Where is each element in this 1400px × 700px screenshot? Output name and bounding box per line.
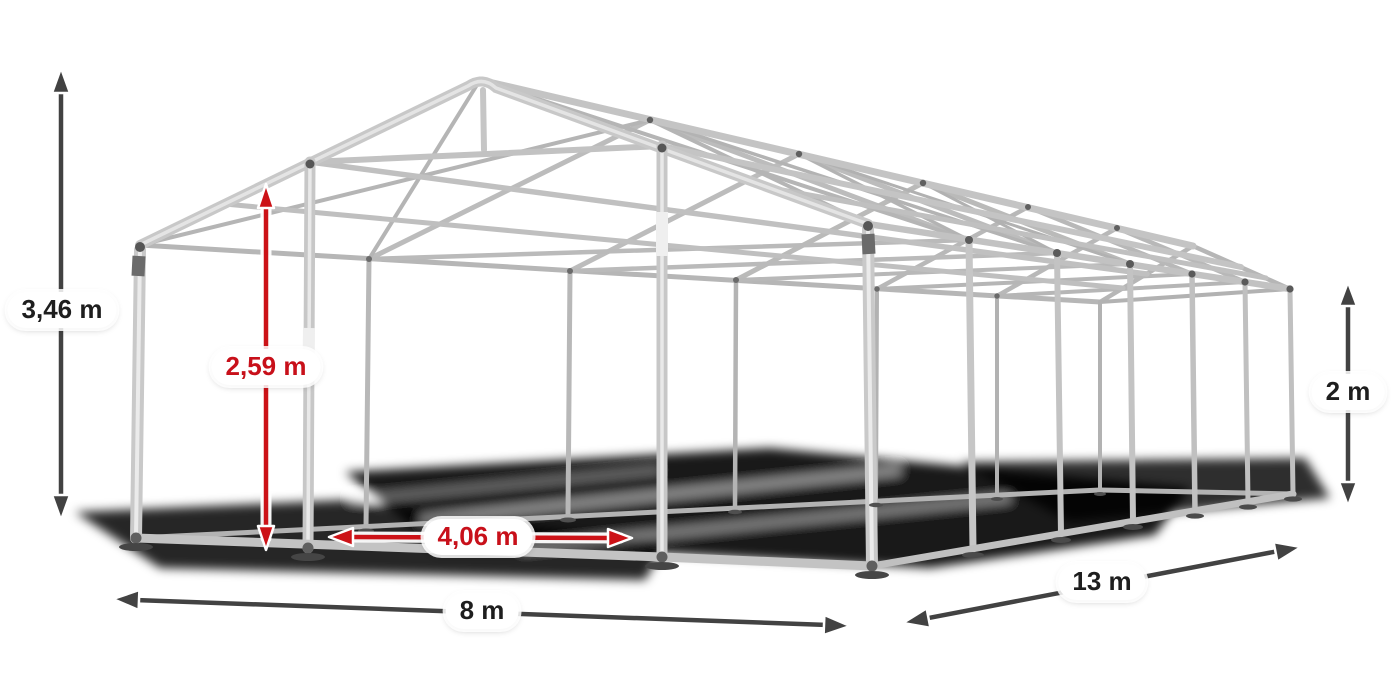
- dimension-label-side-height: 2 m: [1311, 374, 1385, 410]
- dimension-label-door-width: 4,06 m: [423, 519, 533, 555]
- dimension-label-inner-height: 2,59 m: [211, 349, 321, 385]
- right-wall-frame: [864, 220, 1297, 570]
- dimension-label-total-height: 3,46 m: [7, 292, 117, 328]
- dimension-label-width: 8 m: [445, 593, 519, 629]
- dimension-label-length: 13 m: [1058, 564, 1146, 600]
